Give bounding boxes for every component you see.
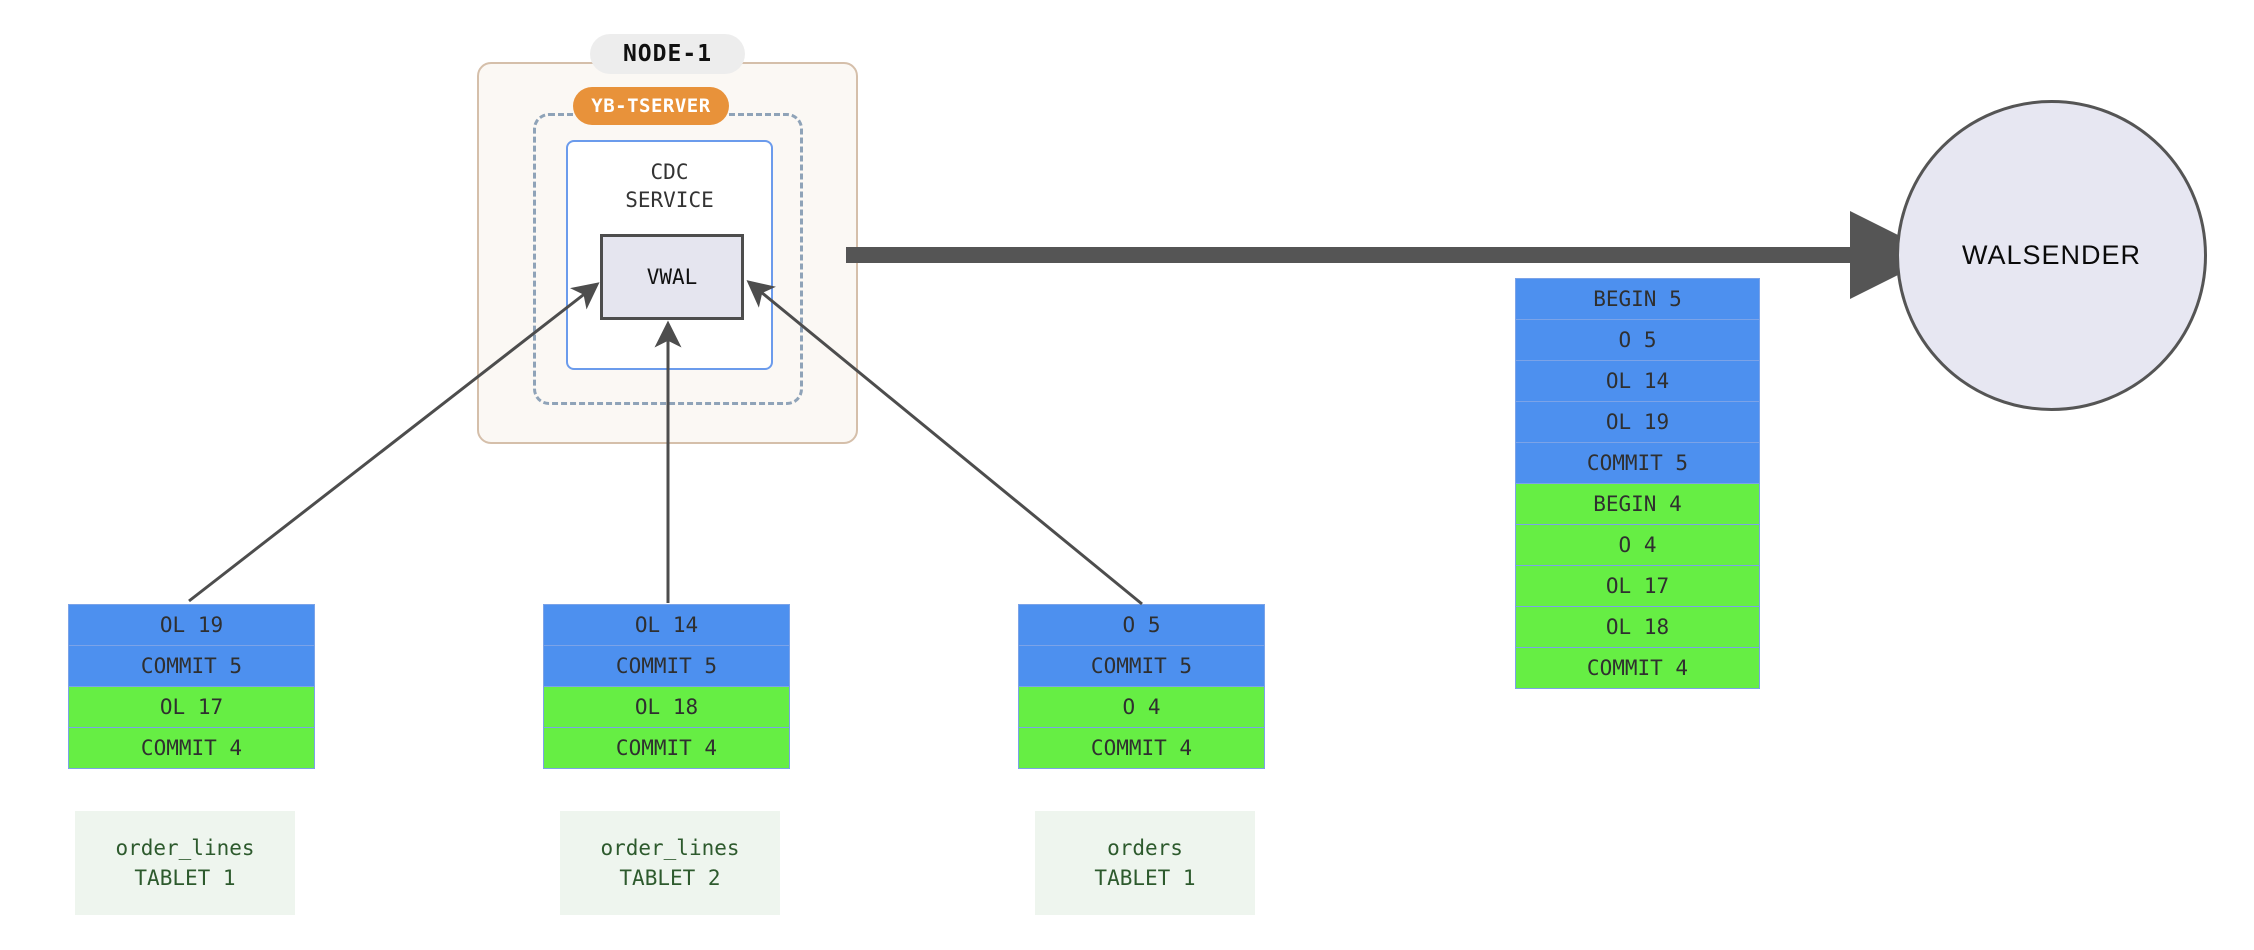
tablet-1-record: OL 19 bbox=[68, 604, 315, 646]
tablet-1-record: COMMIT 4 bbox=[68, 727, 315, 769]
tablet-2-record: COMMIT 4 bbox=[543, 727, 790, 769]
tablet-3-record: O 5 bbox=[1018, 604, 1265, 646]
vwal-stream-record: COMMIT 5 bbox=[1515, 442, 1760, 484]
node-1-label: NODE-1 bbox=[590, 34, 745, 74]
vwal-stream-record: COMMIT 4 bbox=[1515, 647, 1760, 689]
vwal-stream-record: BEGIN 5 bbox=[1515, 278, 1760, 320]
cdc-service-label: CDC SERVICE bbox=[625, 160, 714, 212]
tablet-caption: order_lines TABLET 1 bbox=[75, 811, 295, 915]
yb-tserver-label: YB-TSERVER bbox=[573, 87, 729, 125]
tablet-3-record: O 4 bbox=[1018, 686, 1265, 728]
tablet-2-record: OL 14 bbox=[543, 604, 790, 646]
vwal-stream-record: BEGIN 4 bbox=[1515, 483, 1760, 525]
vwal-stream-record: OL 19 bbox=[1515, 401, 1760, 443]
tablet-caption: orders TABLET 1 bbox=[1035, 811, 1255, 915]
tablet-1-record: COMMIT 5 bbox=[68, 645, 315, 687]
vwal-stream-record: O 4 bbox=[1515, 524, 1760, 566]
tablet-2-record: OL 18 bbox=[543, 686, 790, 728]
walsender-node: WALSENDER bbox=[1896, 100, 2207, 411]
tablet-2-record: COMMIT 5 bbox=[543, 645, 790, 687]
tablet-3-record: COMMIT 5 bbox=[1018, 645, 1265, 687]
tablet-1-record: OL 17 bbox=[68, 686, 315, 728]
vwal-box: VWAL bbox=[600, 234, 744, 320]
vwal-stream-record: OL 14 bbox=[1515, 360, 1760, 402]
vwal-stream-record: O 5 bbox=[1515, 319, 1760, 361]
tablet-caption: order_lines TABLET 2 bbox=[560, 811, 780, 915]
vwal-stream-record: OL 18 bbox=[1515, 606, 1760, 648]
vwal-stream-record: OL 17 bbox=[1515, 565, 1760, 607]
tablet-3-record: COMMIT 4 bbox=[1018, 727, 1265, 769]
